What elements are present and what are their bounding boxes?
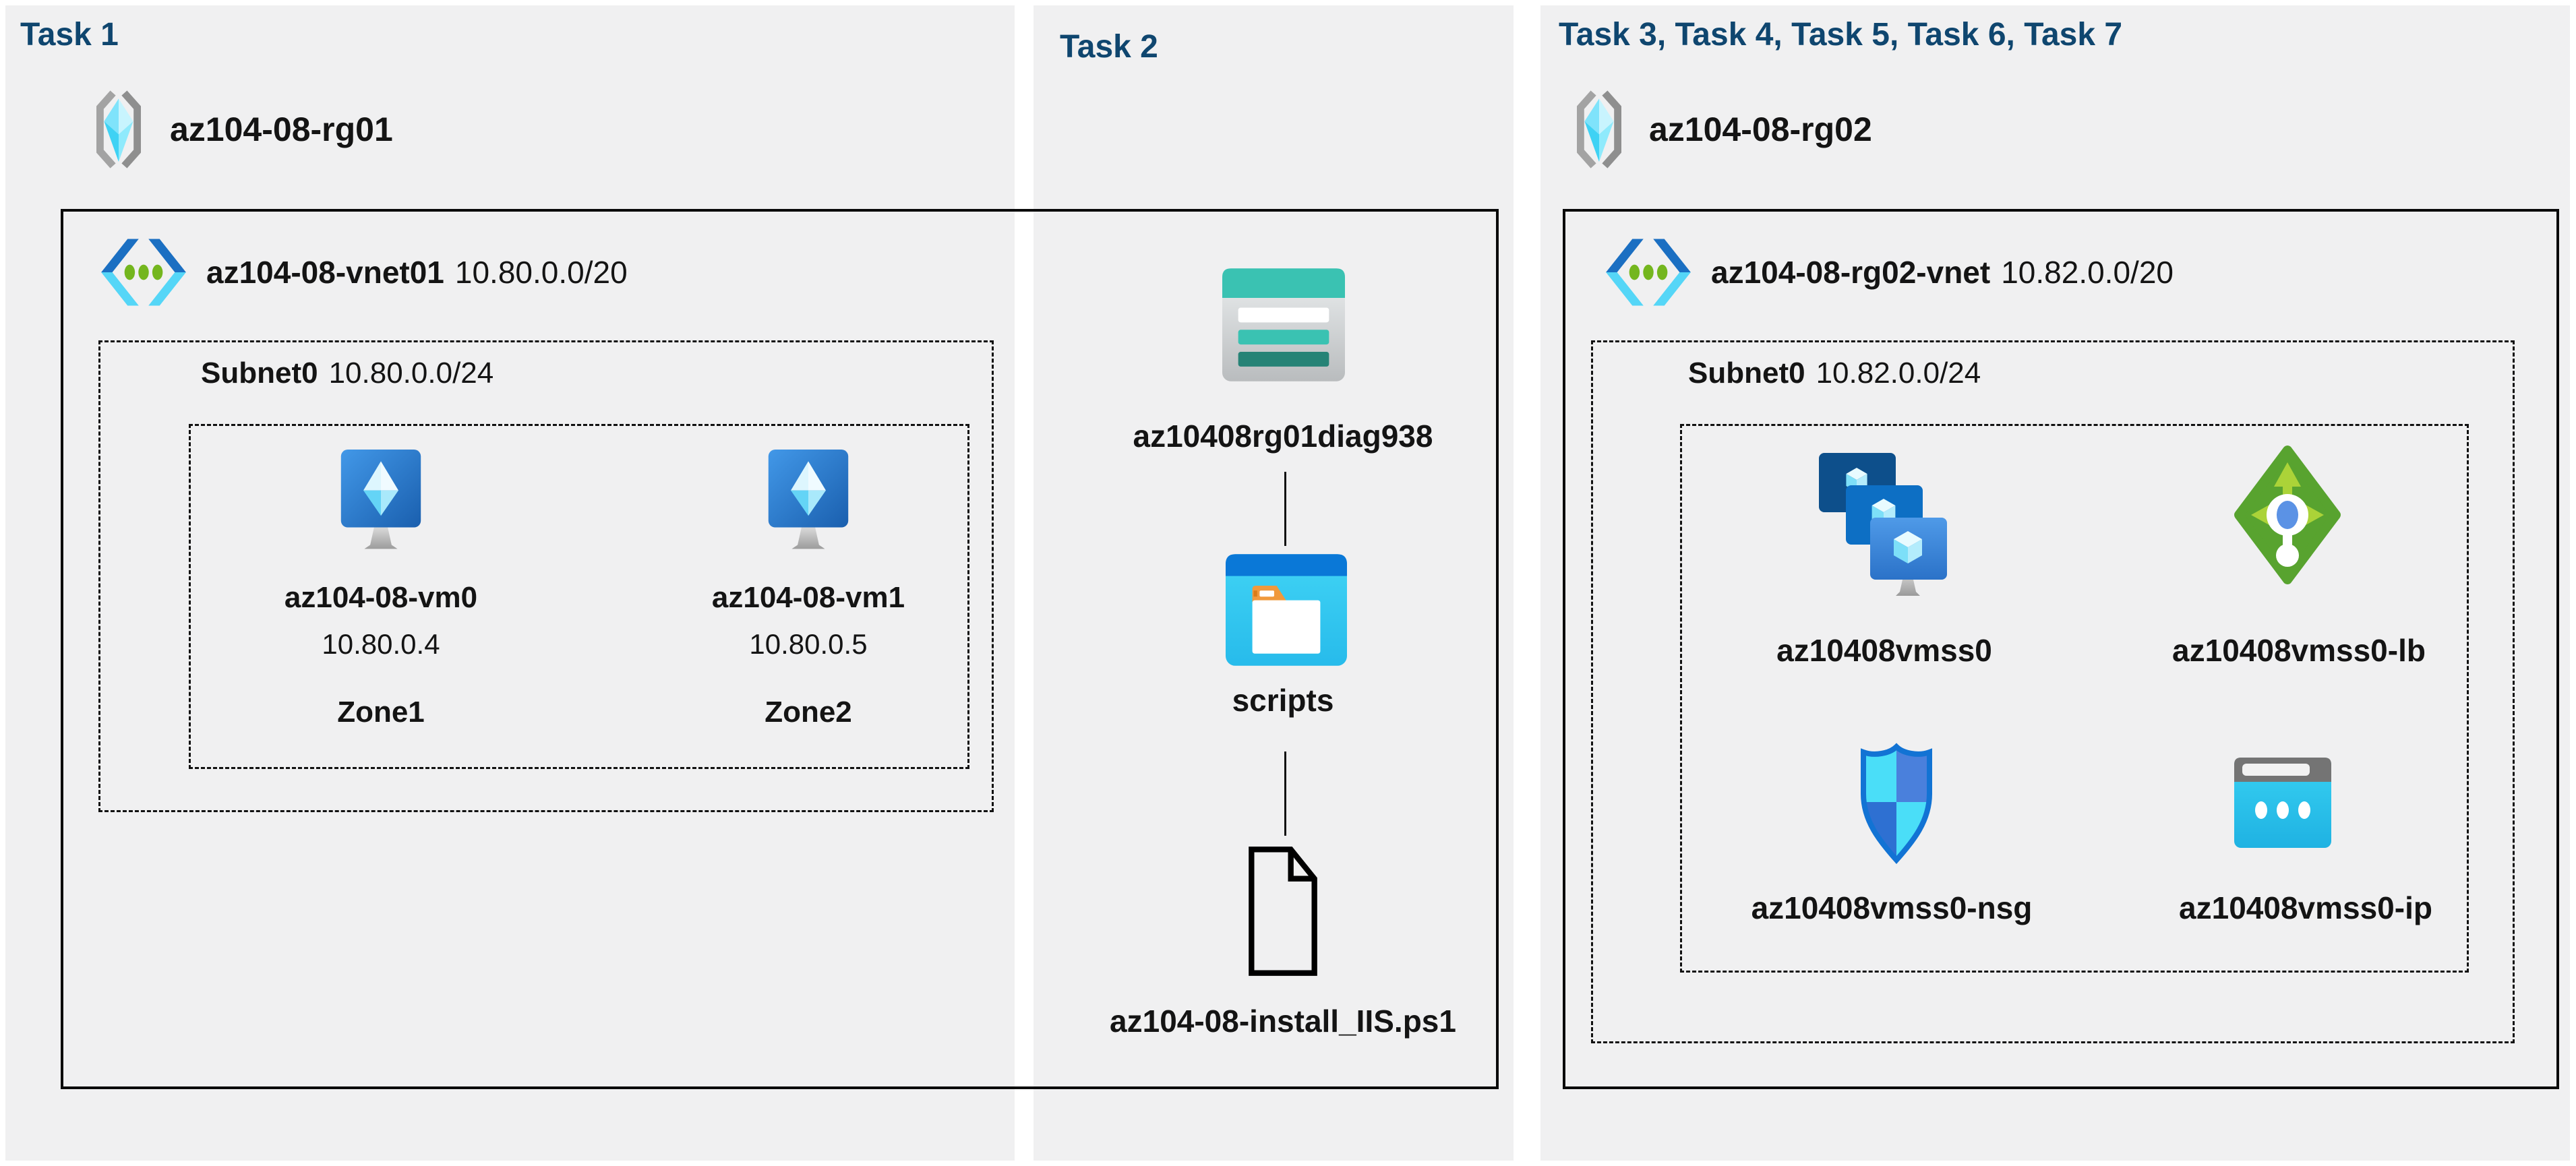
vnet1-cidr: 10.80.0.0/20 [454, 255, 628, 290]
connector-line [1284, 751, 1286, 836]
virtual-network-icon [101, 239, 186, 306]
container-label: scripts [1232, 683, 1334, 718]
subnet1-name: Subnet0 [201, 357, 318, 390]
vmss-group-box [1680, 424, 2469, 973]
load-balancer-icon [2234, 446, 2341, 584]
document-icon [1249, 847, 1317, 976]
subnet2-cidr: 10.82.0.0/24 [1816, 357, 1981, 390]
rg1-name: az104-08-rg01 [170, 111, 393, 148]
subnet2-label: Subnet0 10.82.0.0/24 [1688, 353, 1981, 394]
task2-title: Task 2 [1060, 29, 1158, 65]
task1-panel [5, 5, 1015, 1161]
vnet2-name: az104-08-rg02-vnet [1711, 255, 1991, 290]
subnet1-label: Subnet0 10.80.0.0/24 [201, 353, 493, 394]
virtual-network-icon [1606, 239, 1691, 306]
task1-title: Task 1 [20, 17, 119, 53]
blob-container-icon [1226, 554, 1347, 666]
network-security-group-icon [1861, 743, 1932, 864]
resource-group-icon [96, 90, 141, 168]
public-ip-icon [2234, 758, 2331, 848]
resource-group-icon [1577, 90, 1621, 168]
connector-line [1284, 472, 1286, 546]
task3-panel [1540, 5, 2570, 1161]
resource-group-label: az104-08-rg02 [1649, 88, 1872, 171]
vnet2-cidr: 10.82.0.0/20 [2001, 255, 2174, 290]
virtual-machine-icon [340, 450, 421, 549]
vm-scale-set-icon [1819, 453, 1947, 596]
load-balancer-label: az10408vmss0-lb [2172, 633, 2426, 668]
public-ip-label: az10408vmss0-ip [2179, 890, 2432, 925]
rg2-name: az104-08-rg02 [1649, 111, 1872, 148]
vmss-label: az10408vmss0 [1776, 633, 1992, 668]
task3-title: Task 3, Task 4, Task 5, Task 6, Task 7 [1559, 17, 2123, 53]
storage-account-label: az10408rg01diag938 [1133, 419, 1433, 454]
script-file-label: az104-08-install_IIS.ps1 [1110, 1004, 1456, 1039]
resource-group-label: az104-08-rg01 [170, 88, 393, 171]
task3-boundary-box [1563, 209, 2559, 1089]
vnet1-name: az104-08-vnet01 [206, 255, 444, 290]
vm0-ip: 10.80.0.4 [322, 628, 440, 660]
virtual-machine-icon [768, 450, 849, 549]
vm-group-box [189, 424, 969, 769]
vm0-zone: Zone1 [337, 696, 425, 729]
subnet1-box [98, 340, 994, 812]
vnet1-label: az104-08-vnet01 10.80.0.0/20 [206, 237, 628, 307]
vnet2-label: az104-08-rg02-vnet 10.82.0.0/20 [1711, 237, 2174, 307]
subnet1-cidr: 10.80.0.0/24 [328, 357, 494, 390]
vm0-name: az104-08-vm0 [284, 581, 478, 614]
vm1-zone: Zone2 [765, 696, 852, 729]
subnet2-box [1591, 340, 2515, 1043]
vm1-name: az104-08-vm1 [711, 581, 905, 614]
vm1-ip: 10.80.0.5 [749, 628, 868, 660]
subnet2-name: Subnet0 [1688, 357, 1805, 390]
task1-boundary-box [61, 209, 1499, 1089]
storage-account-icon [1222, 268, 1345, 381]
nsg-label: az10408vmss0-nsg [1751, 890, 2033, 925]
